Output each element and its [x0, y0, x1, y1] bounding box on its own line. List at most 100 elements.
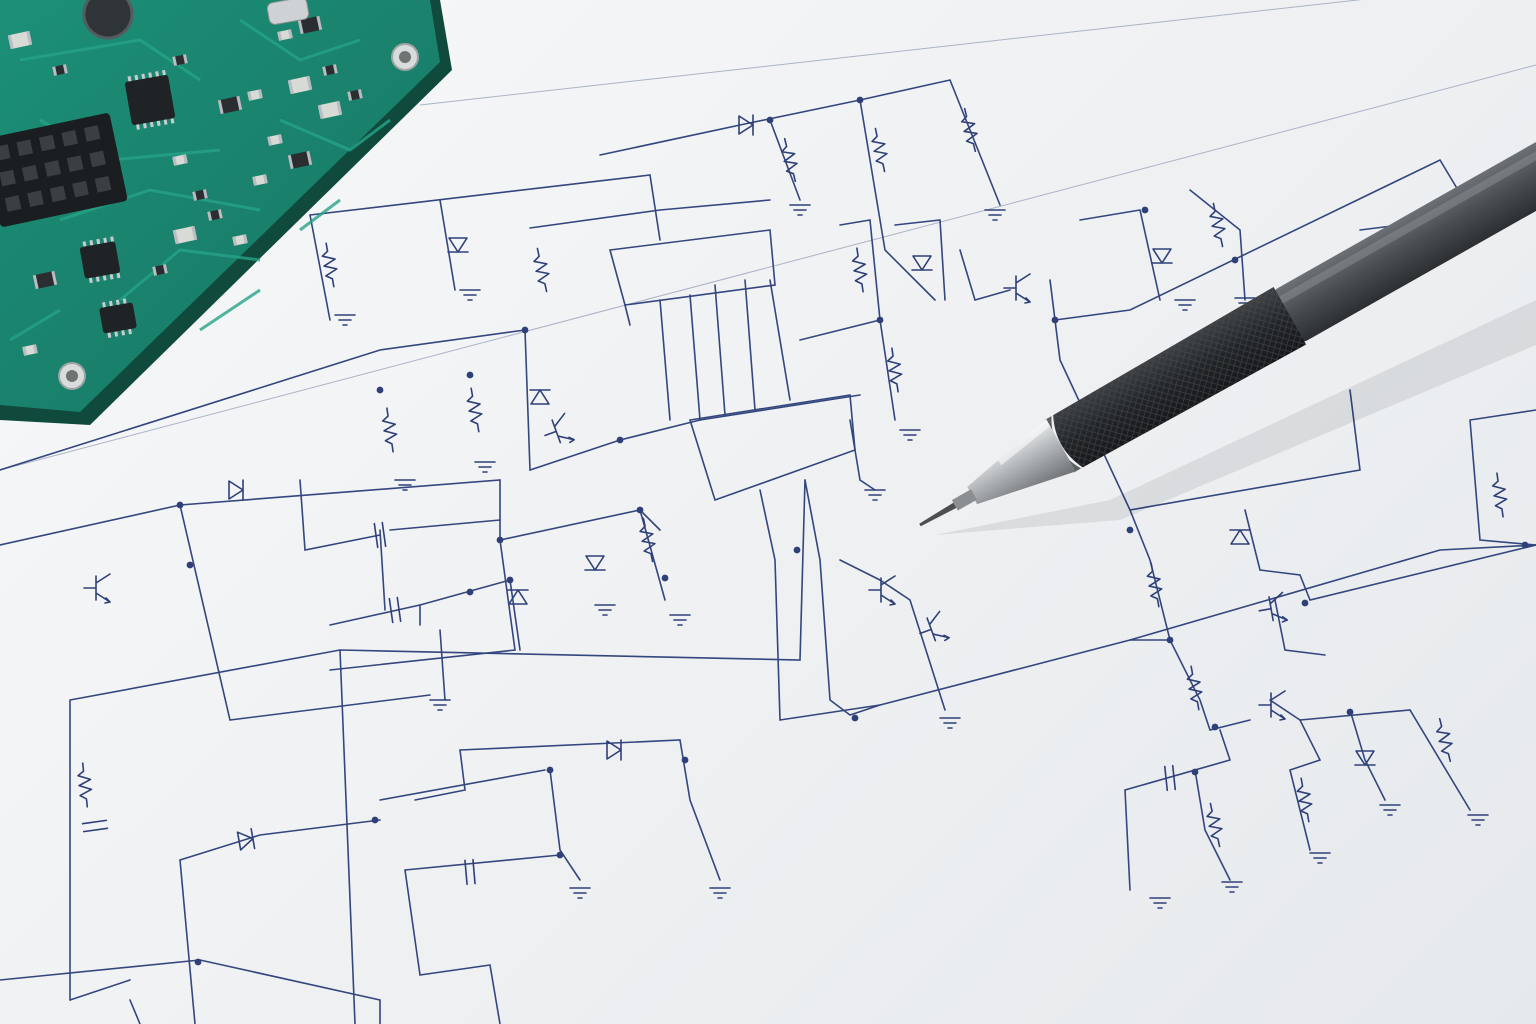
schematic-wire [759, 489, 1536, 721]
connector-header [0, 113, 128, 227]
schematic-wire [1274, 599, 1326, 656]
resistor-icon [1206, 802, 1223, 848]
resistor-icon [1209, 202, 1226, 248]
schematic-wire [1194, 769, 1231, 881]
schematic-wire [0, 479, 661, 546]
smd-component [217, 95, 243, 115]
junction-dot [1211, 723, 1219, 731]
diode-icon [1229, 529, 1251, 545]
schematic-wire [329, 539, 516, 671]
ground-icon [1467, 814, 1489, 826]
ground-icon [459, 289, 481, 301]
ground-icon [939, 717, 961, 729]
schematic-wire [549, 769, 581, 881]
schematic-wire [1189, 189, 1246, 301]
schematic-wire [529, 199, 771, 229]
ground-icon [1379, 804, 1401, 816]
smd-component [22, 344, 38, 356]
schematic-wire [414, 749, 466, 801]
schematic-wire [1469, 409, 1536, 546]
resistor-icon [1186, 665, 1203, 711]
schematic-wire [1049, 158, 1471, 321]
diode-icon [606, 739, 622, 761]
capacitor-icon [464, 858, 476, 886]
schematic-wire [179, 819, 381, 861]
schematic-wire [69, 979, 131, 1001]
smd-component [287, 75, 313, 95]
junction-dot [793, 546, 801, 554]
transistor-icon [544, 412, 575, 444]
transistor-icon [1258, 690, 1286, 721]
smd-component [277, 29, 293, 41]
crystal-oscillator [266, 0, 310, 25]
schematic-wire [404, 854, 561, 871]
junction-dot [1141, 206, 1149, 214]
ground-icon [984, 209, 1006, 221]
ground-icon [569, 887, 591, 899]
junction-dot [856, 96, 864, 104]
junction-dot [376, 386, 384, 394]
resistor-icon [466, 387, 483, 433]
ground-icon [429, 699, 451, 711]
schematic-wire [769, 279, 791, 401]
junction-dot [876, 316, 884, 324]
smd-component [287, 150, 313, 170]
junction-dot [521, 326, 529, 334]
resistor-icon [1435, 717, 1453, 763]
junction-dot [616, 436, 624, 444]
ground-icon [669, 614, 691, 626]
diode-icon [1151, 248, 1173, 264]
smd-component [172, 154, 188, 166]
smd-component [297, 15, 323, 35]
schematic-wire [129, 999, 141, 1024]
transistor-icon [83, 573, 111, 604]
resistor-icon [533, 247, 550, 293]
junction-dot [661, 574, 669, 582]
resistor-icon [321, 242, 338, 288]
junction-dot [1051, 316, 1059, 324]
junction-dot [466, 588, 474, 596]
schematic-wire [804, 479, 851, 716]
resistor-icon [960, 107, 978, 153]
schematic-wire [624, 304, 631, 326]
junction-dot [766, 116, 774, 124]
schematic-wire [1079, 209, 1161, 301]
smd-component [172, 54, 188, 66]
junction-dot [546, 766, 554, 774]
schematic-wire [339, 649, 356, 1024]
schematic-wire [309, 174, 661, 241]
transistor-icon [1258, 591, 1289, 623]
schematic-wire [599, 79, 1001, 206]
capacitor-icon [388, 596, 402, 624]
smd-component [247, 89, 263, 101]
schematic-wire [299, 479, 381, 551]
resistor-icon [381, 407, 398, 453]
electrolytic-capacitor-icon [82, 0, 134, 40]
junction-dot [1346, 708, 1354, 716]
schematic-wire [404, 869, 501, 1024]
schematic-wire [309, 214, 331, 321]
schematic-wire [179, 859, 196, 1024]
smd-component [207, 209, 223, 221]
junction-dot [1301, 599, 1309, 607]
junction-dot [371, 816, 379, 824]
resistor-icon [77, 762, 93, 808]
transistor-icon [919, 610, 950, 642]
ground-icon [394, 479, 416, 491]
pcb-trace [199, 288, 261, 332]
diode-icon [228, 479, 244, 501]
schematic-wire [659, 299, 671, 421]
junction-dot [1126, 526, 1134, 534]
schematic-wire [0, 329, 526, 471]
ground-icon [789, 204, 811, 216]
smd-component [152, 264, 168, 276]
schematic-wire [379, 529, 386, 611]
smd-component [252, 174, 268, 186]
junction-dot [176, 501, 184, 509]
schematic-wire [1269, 699, 1322, 851]
schematic-wire [439, 629, 446, 701]
junction-dot [186, 561, 194, 569]
schematic-wire [894, 219, 946, 301]
